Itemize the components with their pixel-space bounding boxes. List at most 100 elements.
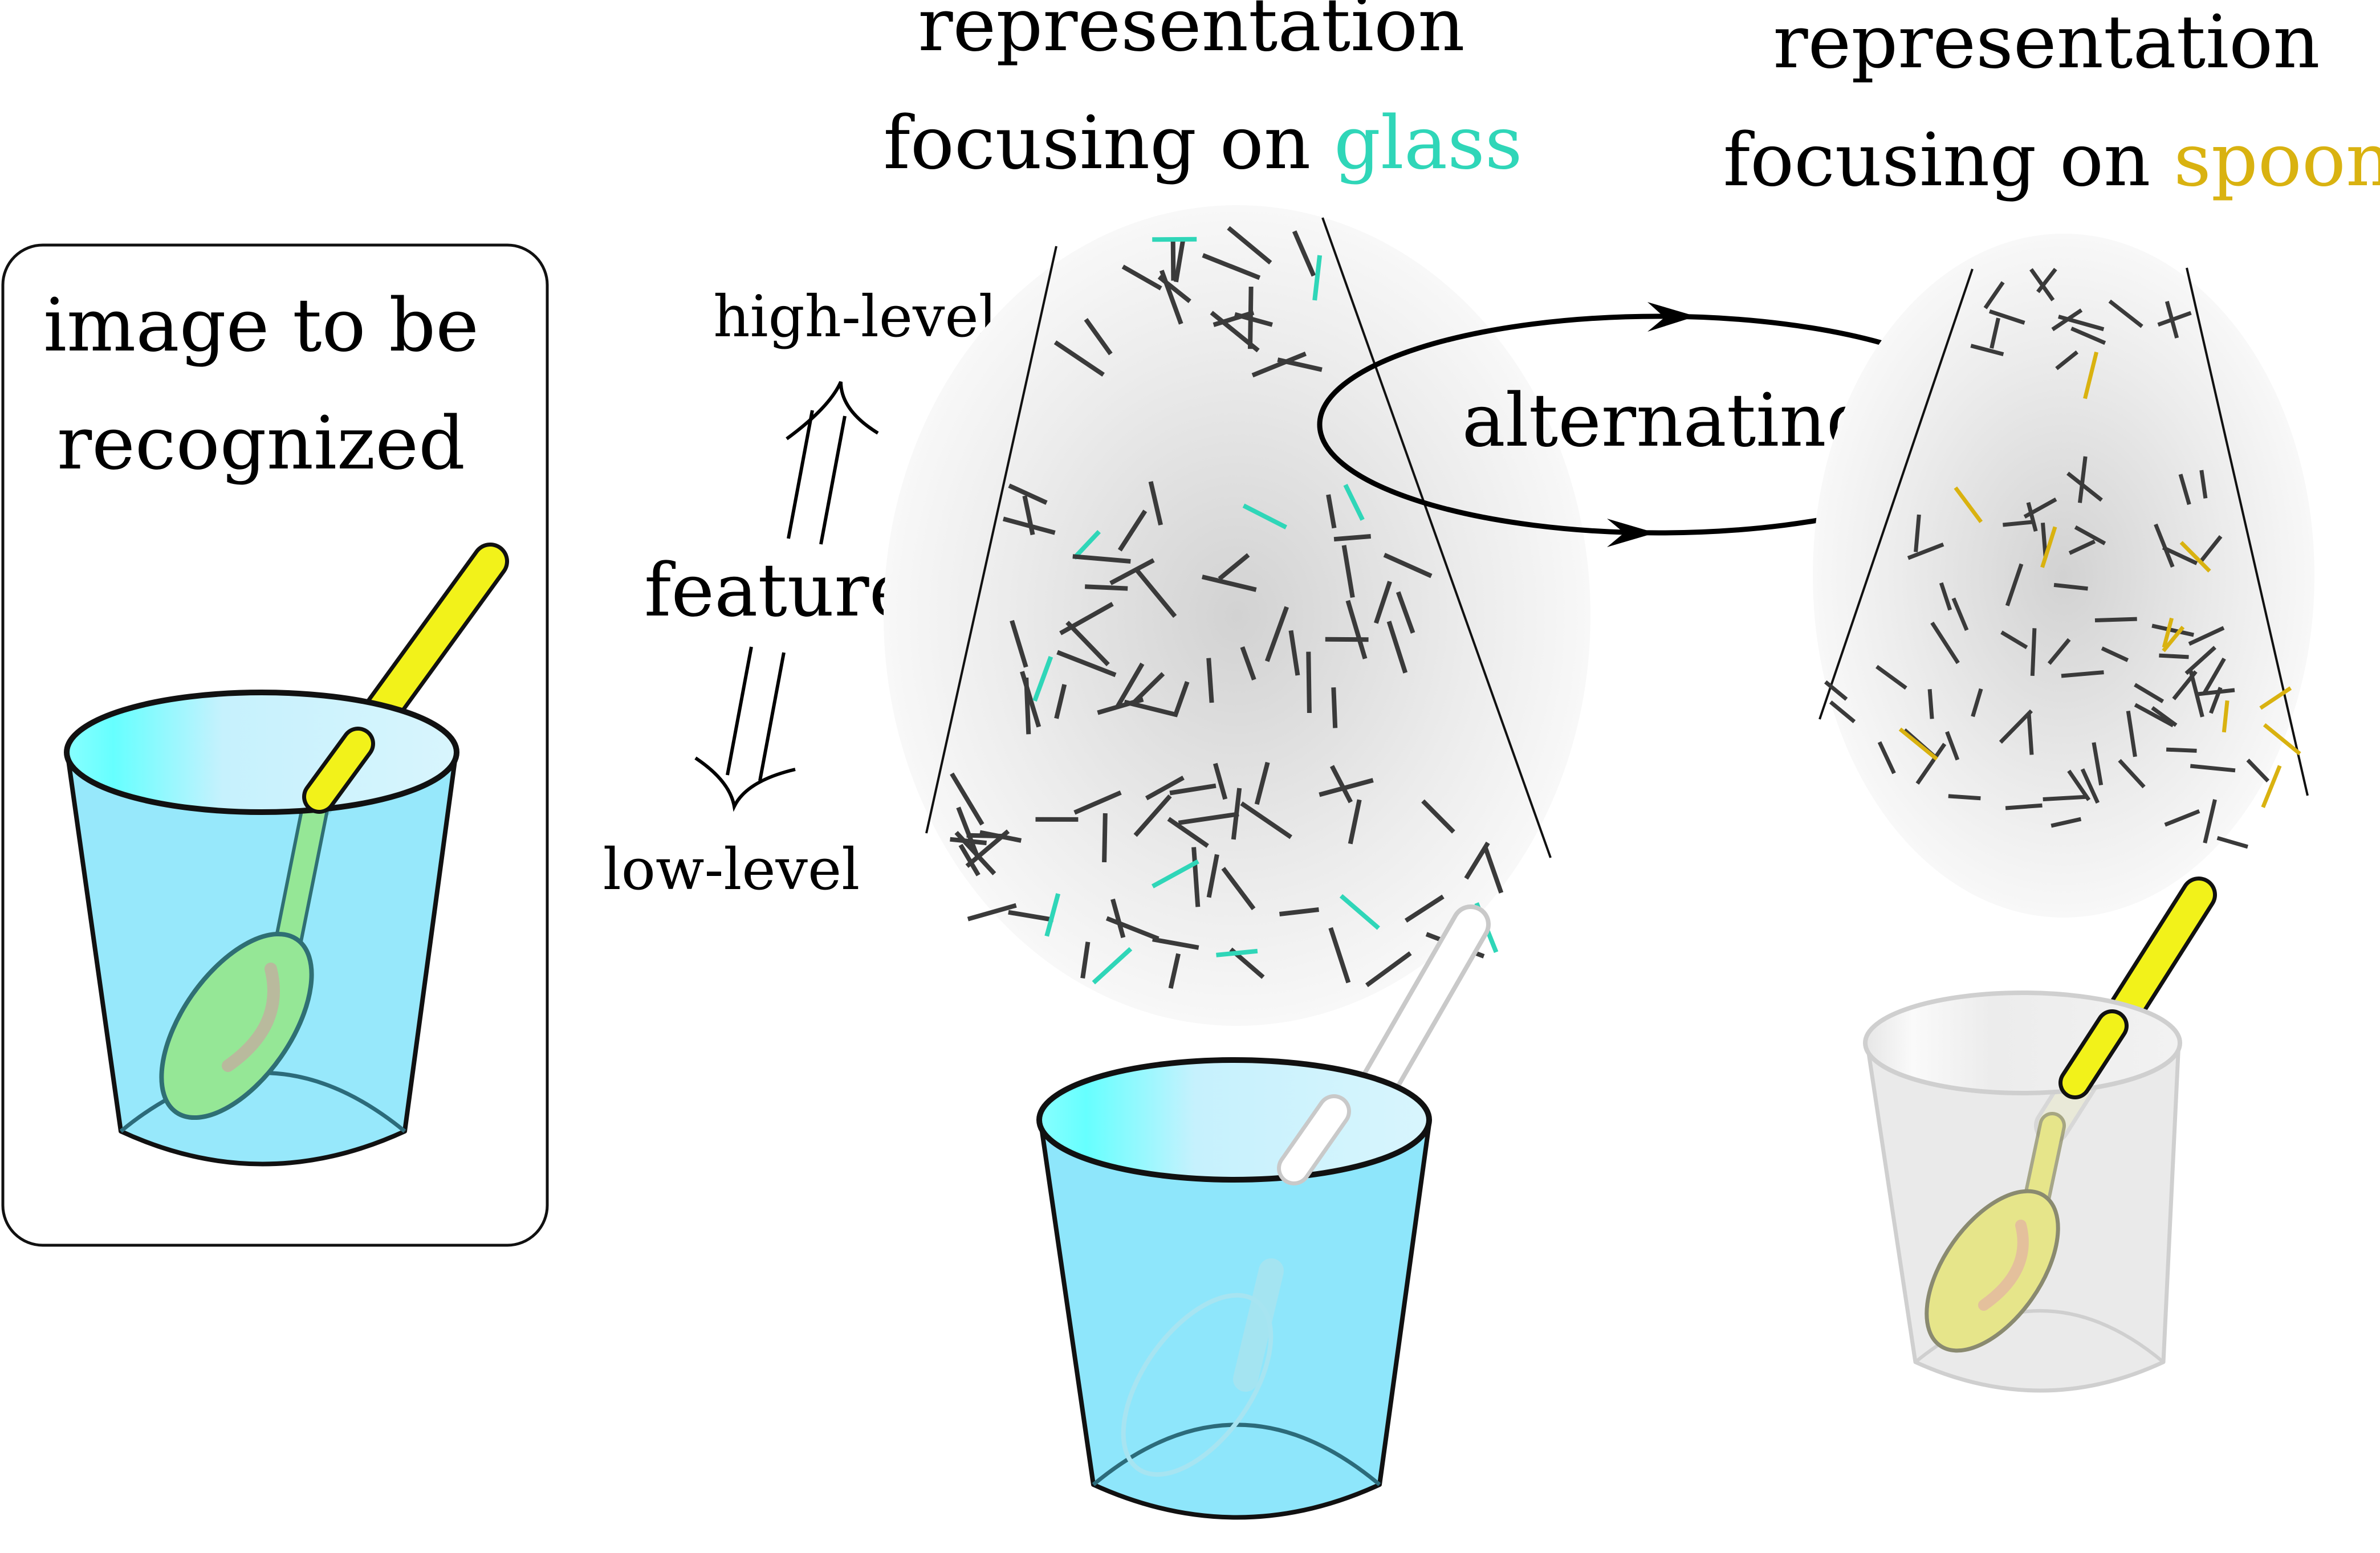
feature-stroke [1169, 783, 1217, 796]
feature-stroke [2154, 523, 2175, 568]
up-double-arrow-icon [786, 381, 879, 545]
feature-stroke [2061, 670, 2104, 678]
feature-stroke [967, 903, 1017, 922]
spoon-panel-title-line2: focusing on spoon [1723, 118, 2380, 203]
feature-stroke [1065, 621, 1110, 666]
glass-panel-title-prefix: focusing on [884, 101, 1334, 186]
feature-stroke [1148, 481, 1163, 525]
feature-stroke [1292, 230, 1316, 277]
feature-stroke [1059, 602, 1114, 635]
feature-stroke [2164, 809, 2200, 827]
focus-feature-stroke [2263, 723, 2301, 756]
feature-stroke [2053, 582, 2088, 591]
feature-stroke [1365, 951, 1412, 988]
feature-stroke [2094, 617, 2137, 622]
feature-stroke [1930, 621, 1960, 665]
focus-feature-stroke [1343, 483, 1365, 521]
feature-stroke [1945, 731, 1960, 761]
spoon-panel-title-line1: representation [1773, 0, 2320, 85]
feature-stroke [950, 837, 987, 846]
feature-stroke [1072, 554, 1131, 564]
feature-stroke [1824, 680, 1848, 701]
feature-stroke [1221, 867, 1256, 911]
feature-stroke [1248, 286, 1254, 349]
focus-feature-stroke [1954, 486, 1983, 523]
feature-stroke [950, 772, 984, 826]
feature-stroke [1056, 650, 1117, 678]
feature-stroke [2195, 688, 2235, 696]
feature-stroke [2162, 545, 2198, 565]
feature-stroke [1329, 765, 1353, 804]
feature-stroke [1109, 558, 1155, 585]
feature-stroke [1213, 763, 1228, 800]
feature-stroke [1133, 794, 1172, 837]
spoon-cone-left-edge [1818, 268, 1974, 720]
feature-stroke [2199, 470, 2208, 499]
feature-stroke [2178, 474, 2191, 506]
feature-stroke [2108, 299, 2143, 328]
feature-stroke [1105, 916, 1160, 941]
focus-feature-stroke [2259, 686, 2292, 710]
high-level-label: high-level [713, 283, 996, 350]
feature-stroke [1326, 494, 1337, 529]
feature-stroke [954, 830, 996, 875]
feature-stroke [1002, 516, 1056, 535]
glass-feature-strokes [950, 226, 1504, 989]
feature-stroke [1345, 600, 1368, 659]
feature-stroke [1914, 514, 1921, 552]
feature-stroke [2036, 267, 2057, 294]
feature-stroke [1008, 483, 1048, 505]
feature-stroke [1121, 264, 1162, 291]
focus-feature-stroke [1151, 859, 1199, 888]
focus-feature-stroke [1092, 947, 1133, 985]
feature-stroke [2134, 703, 2174, 728]
glass-cone-left-edge [925, 246, 1057, 834]
spoon-focused-illustration [1863, 877, 2217, 1393]
feature-stroke [1167, 817, 1209, 848]
feature-stroke [2005, 803, 2043, 810]
glass-with-spoon-illustration [64, 543, 509, 1167]
feature-stroke [1939, 582, 1952, 611]
feature-stroke [1168, 953, 1181, 989]
feature-stroke [1989, 309, 2025, 325]
feature-stroke [2003, 520, 2033, 527]
feature-stroke [1213, 310, 1255, 327]
feature-stroke [2184, 646, 2216, 675]
feature-stroke [1319, 778, 1374, 797]
feature-stroke [1129, 672, 1165, 707]
feature-stroke [2080, 768, 2100, 804]
feature-stroke [2066, 471, 2103, 502]
feature-stroke [1080, 941, 1091, 979]
feature-stroke [2043, 794, 2086, 801]
focus-feature-stroke [2083, 351, 2098, 400]
cycle-label: alternating [1462, 378, 1873, 463]
feature-stroke [1173, 238, 1186, 283]
feature-stroke [2202, 657, 2226, 695]
input-title-line1: image to be [43, 283, 479, 368]
feature-stroke [1328, 927, 1351, 984]
feature-stroke [2030, 628, 2037, 676]
feature-stroke [1264, 606, 1289, 662]
feature-stroke [1948, 794, 1981, 801]
feature-stroke [1170, 238, 1176, 281]
feature-stroke [1306, 651, 1312, 714]
feature-stroke [2190, 764, 2236, 773]
low-level-label: low-level [603, 836, 860, 903]
input-image-panel: image to be recognized [1, 243, 549, 1247]
glass-panel-title-line1: representation [918, 0, 1464, 68]
feature-stroke [2209, 687, 2223, 714]
feature-stroke [1927, 689, 1934, 719]
feature-stroke [2078, 456, 2088, 503]
feature-stroke [1218, 553, 1250, 581]
feature-stroke [1145, 776, 1185, 801]
feature-stroke [1157, 275, 1191, 303]
focus-feature-stroke [1312, 255, 1323, 301]
focus-feature-stroke [1339, 894, 1380, 930]
feature-stroke [1054, 684, 1067, 719]
focus-feature-stroke [1216, 948, 1258, 957]
feature-stroke [1024, 677, 1031, 735]
feature-stroke [2051, 308, 2083, 332]
spoon-representation-panel: representation focusing on spoon [1723, 0, 2380, 1393]
glass-focused-illustration [1036, 904, 1491, 1520]
feature-stroke [1073, 790, 1122, 815]
